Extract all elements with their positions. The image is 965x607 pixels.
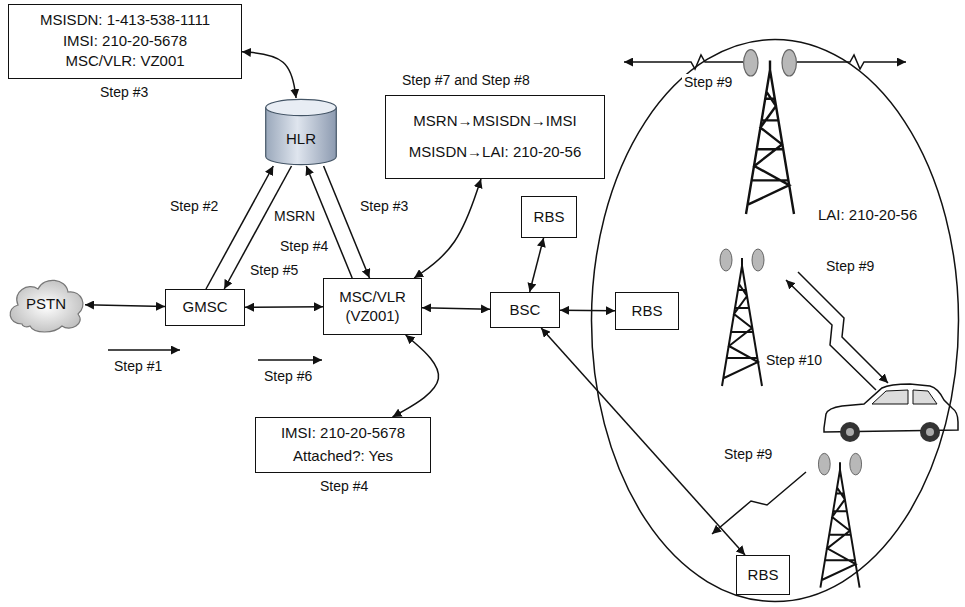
connector bbox=[206, 166, 273, 289]
label-holder: Step #5 bbox=[248, 262, 300, 279]
node-text: LAI: 210-20-56 bbox=[818, 206, 917, 225]
connector bbox=[560, 310, 615, 312]
label-holder: Step #3 bbox=[98, 84, 150, 101]
connector bbox=[324, 166, 370, 278]
connector bbox=[530, 238, 544, 292]
connector bbox=[306, 166, 352, 278]
label-holder: Step #6 bbox=[262, 368, 314, 385]
step-arrow bbox=[258, 359, 322, 361]
label-holder: Step #3 bbox=[358, 198, 410, 215]
label-holder: Step #2 bbox=[168, 198, 220, 215]
car bbox=[824, 384, 958, 442]
car-window bbox=[872, 390, 937, 404]
cell-tower bbox=[818, 453, 861, 587]
node-text: PSTN bbox=[26, 295, 66, 314]
step-label: Step #10 bbox=[764, 352, 824, 369]
radio-link bbox=[624, 55, 743, 69]
connector bbox=[224, 166, 291, 289]
step-label: Step #7 and Step #8 bbox=[400, 72, 532, 89]
label-holder: MSRN bbox=[272, 208, 317, 225]
step-label: Step #3 bbox=[98, 84, 150, 101]
node-text: MSC/VLR (VZ001) bbox=[332, 288, 413, 326]
node-text: HLR bbox=[286, 130, 316, 149]
mapping-box: MSRN→MSISDN→IMSI MSISDN→LAI: 210-20-56 bbox=[385, 95, 605, 179]
label-holder: Step #9 bbox=[824, 258, 876, 275]
step-label: Step #9 bbox=[682, 74, 734, 91]
step-label: MSRN bbox=[272, 208, 317, 225]
rbs-box: RBS bbox=[521, 196, 577, 238]
cell-tower bbox=[744, 50, 797, 214]
area-ellipse bbox=[592, 40, 959, 602]
msc-vlr-box: MSC/VLR (VZ001) bbox=[323, 278, 422, 335]
node-text: BSC bbox=[510, 301, 541, 320]
step-label: Step #2 bbox=[168, 198, 220, 215]
location-area: LAI: 210-20-56RBS RBS bbox=[590, 38, 960, 603]
node-text: GMSC bbox=[183, 298, 228, 317]
step-arrow bbox=[108, 349, 180, 351]
step-label: Step #9 bbox=[722, 446, 774, 463]
node-text: IMSI: 210-20-5678 bbox=[281, 424, 405, 443]
step-label: Step #4 bbox=[278, 238, 330, 255]
connector bbox=[422, 308, 490, 310]
label-holder: Step #1 bbox=[112, 358, 164, 375]
radio-link bbox=[712, 472, 806, 534]
node-text: MSISDN: 1-413-538-1111 bbox=[40, 11, 210, 30]
vlr-record-box: IMSI: 210-20-5678Attached?: Yes bbox=[255, 417, 431, 473]
step-label: Step #5 bbox=[248, 262, 300, 279]
connector bbox=[242, 52, 296, 98]
cloud-shape bbox=[10, 280, 83, 332]
node-text: RBS bbox=[534, 208, 565, 227]
step-label: Step #1 bbox=[112, 358, 164, 375]
step-label: Step #3 bbox=[358, 198, 410, 215]
node-text: RBS bbox=[632, 302, 663, 321]
label-holder: Step #10 bbox=[764, 352, 824, 369]
wheel-hub bbox=[926, 428, 934, 436]
step-label: Step #6 bbox=[262, 368, 314, 385]
node-text: Attached?: Yes bbox=[293, 447, 393, 466]
car-wheel bbox=[920, 422, 940, 442]
node-text: MSRN→MSISDN→IMSI bbox=[413, 112, 576, 131]
connector bbox=[393, 335, 439, 417]
label-holder: Step #9 bbox=[682, 74, 734, 91]
hlr-database: HLR bbox=[265, 98, 337, 166]
radio-link bbox=[798, 272, 888, 383]
node-text: IMSI: 210-20-5678 bbox=[63, 32, 187, 51]
label-holder: Step #4 bbox=[278, 238, 330, 255]
radio-link bbox=[797, 55, 906, 69]
node-text: MSC/VLR: VZ001 bbox=[65, 52, 184, 71]
bsc-box: BSC bbox=[490, 292, 560, 328]
connector bbox=[245, 306, 323, 308]
connector bbox=[541, 328, 745, 555]
pstn-cloud: PSTN bbox=[4, 272, 88, 336]
label-holder: Step #9 bbox=[722, 446, 774, 463]
step-label: Step #9 bbox=[824, 258, 876, 275]
connector bbox=[85, 305, 165, 307]
step-label: Step #4 bbox=[318, 478, 370, 495]
rbs-box: RBS bbox=[615, 292, 679, 330]
node-text: RBS bbox=[748, 566, 779, 585]
node-text: MSISDN→LAI: 210-20-56 bbox=[409, 143, 582, 162]
info-box: MSISDN: 1-413-538-1111IMSI: 210-20-5678M… bbox=[8, 4, 242, 79]
rbs-box: RBS bbox=[736, 555, 790, 595]
cylinder-top bbox=[266, 99, 337, 115]
wheel-hub bbox=[846, 428, 854, 436]
connector bbox=[414, 179, 481, 278]
gmsc-box: GMSC bbox=[165, 289, 245, 326]
cell-tower bbox=[720, 249, 764, 386]
radio-link bbox=[786, 280, 876, 390]
label-holder: Step #7 and Step #8 bbox=[400, 72, 532, 89]
car-wheel bbox=[840, 422, 860, 442]
label-holder: Step #4 bbox=[318, 478, 370, 495]
